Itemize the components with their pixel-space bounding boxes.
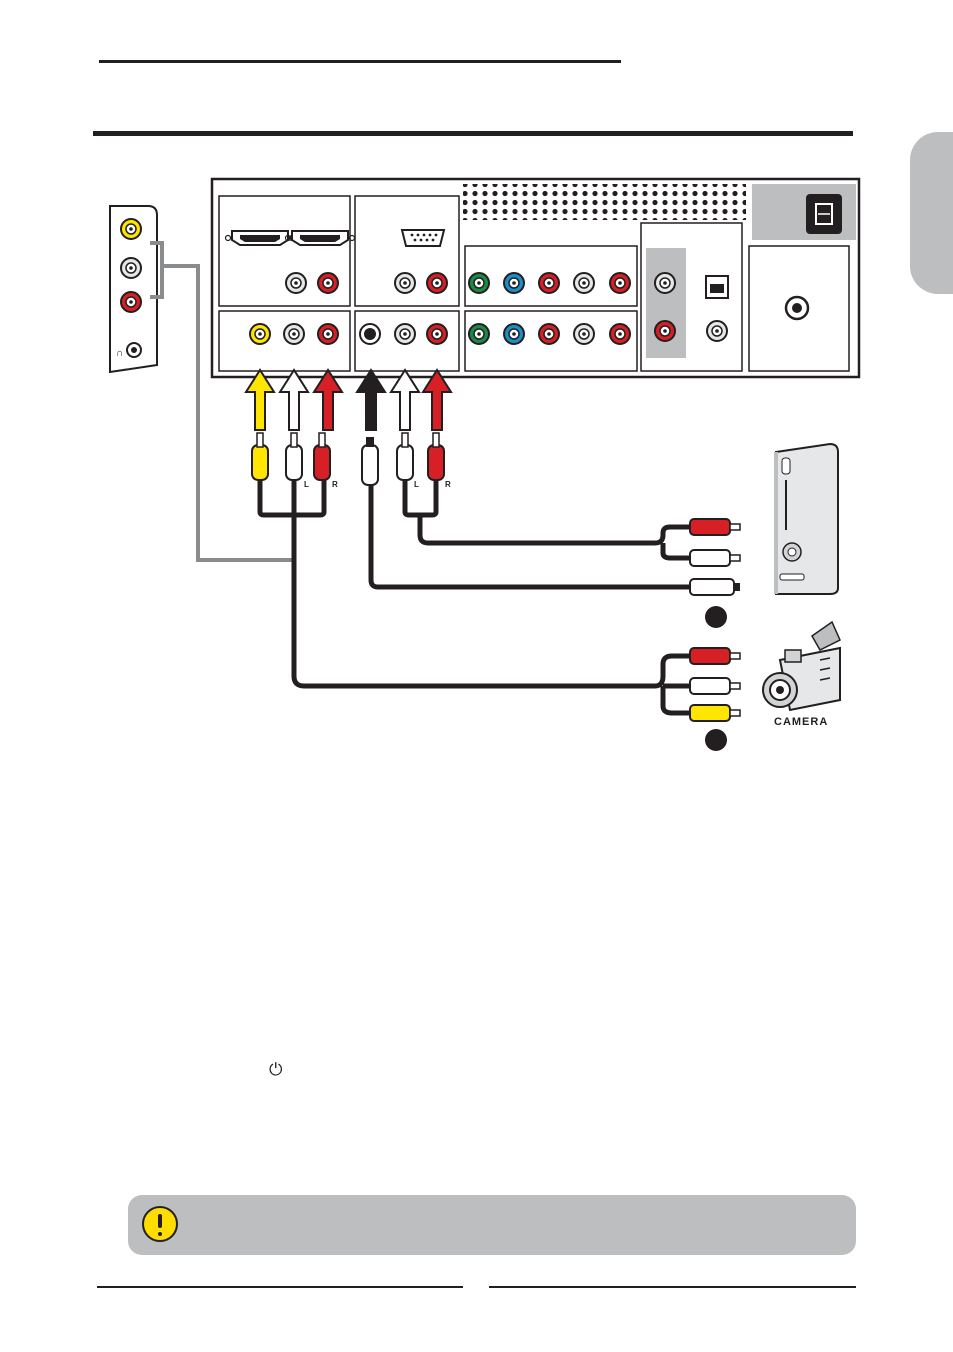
hdmi-port-1 xyxy=(226,231,295,245)
tv-back-panel xyxy=(212,179,859,377)
exclamation-icon xyxy=(142,1206,178,1242)
step-marker-2 xyxy=(705,729,727,751)
console-plugs xyxy=(690,519,740,595)
game-console-illustration xyxy=(776,444,838,594)
cable-plugs: L R L R xyxy=(252,433,451,489)
cables xyxy=(260,480,690,713)
step-marker-1 xyxy=(705,606,727,628)
side-av-panel: ∩ xyxy=(110,206,157,372)
vga-port xyxy=(402,230,444,246)
camera-label: CAMERA xyxy=(774,716,828,728)
plug-label-l2: L xyxy=(414,480,419,489)
plug-label-r2: R xyxy=(445,480,451,489)
plug-label-r1: R xyxy=(332,480,338,489)
footer-rule-left xyxy=(97,1286,463,1288)
side-audio-right-jack xyxy=(121,292,141,312)
camera-illustration: CAMERA xyxy=(763,622,840,728)
signal-arrows xyxy=(246,370,451,430)
power-icon: ⏻ xyxy=(269,1060,282,1080)
av-video-jack xyxy=(250,324,270,344)
side-video-jack xyxy=(121,219,141,239)
side-audio-left-jack xyxy=(121,258,141,278)
note-box xyxy=(128,1195,856,1255)
hdmi-port-2 xyxy=(286,231,355,245)
headphone-icon: ∩ xyxy=(116,348,123,359)
footer-rule-right xyxy=(489,1286,856,1288)
camera-plugs xyxy=(690,648,740,721)
plug-label-l1: L xyxy=(304,480,309,489)
